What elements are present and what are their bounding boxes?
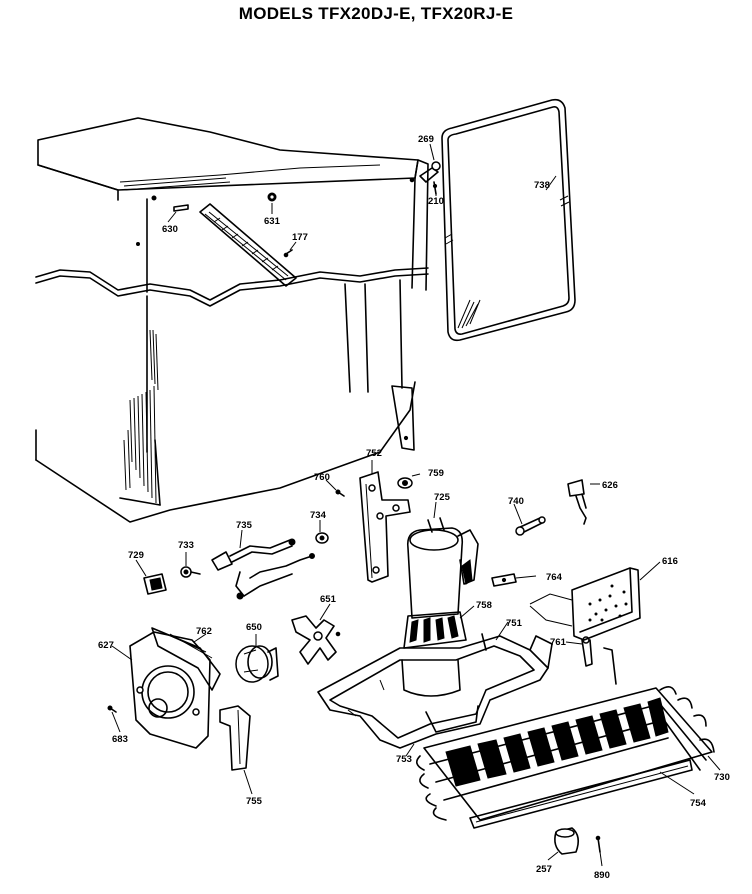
label-730: 730	[714, 772, 730, 783]
label-890: 890	[594, 870, 610, 881]
label-759: 759	[428, 468, 444, 479]
label-630: 630	[162, 224, 178, 235]
compressor-725	[403, 517, 479, 649]
label-729: 729	[128, 550, 144, 561]
label-725: 725	[434, 492, 451, 503]
label-210: 210	[428, 196, 444, 207]
label-758: 758	[476, 600, 492, 611]
part-labels: 269 210 738 631 630 177 752 760 759 725 …	[98, 134, 730, 881]
small-parts-right	[491, 479, 593, 667]
label-762: 762	[196, 626, 212, 637]
bracket-755	[219, 705, 251, 771]
label-683: 683	[112, 734, 128, 745]
label-735: 735	[236, 520, 253, 531]
label-754: 754	[690, 798, 707, 809]
condenser-730	[416, 647, 715, 829]
fan-motor-650	[235, 645, 279, 683]
base-pan	[317, 633, 553, 749]
label-740: 740	[508, 496, 524, 507]
label-753: 753	[396, 754, 412, 765]
label-651: 651	[320, 594, 337, 605]
label-626: 626	[602, 480, 618, 491]
label-733: 733	[178, 540, 194, 551]
fan-blade-651	[291, 615, 341, 665]
label-760: 760	[314, 472, 330, 483]
label-650: 650	[246, 622, 262, 633]
fan-shroud-627	[107, 627, 221, 749]
label-752: 752	[366, 448, 382, 459]
label-764: 764	[546, 572, 563, 583]
bracket-752	[335, 471, 413, 583]
label-738: 738	[534, 180, 550, 191]
label-177: 177	[292, 232, 308, 243]
label-269: 269	[418, 134, 434, 145]
electrical-parts	[143, 532, 329, 600]
label-616: 616	[662, 556, 678, 567]
door-gasket	[419, 98, 576, 342]
label-734: 734	[310, 510, 327, 521]
label-761: 761	[550, 637, 567, 648]
label-755: 755	[246, 796, 263, 807]
cabinet	[35, 117, 429, 523]
bottom-parts	[554, 827, 601, 855]
label-751: 751	[506, 618, 523, 629]
control-box-616	[529, 567, 641, 641]
leader-lines	[111, 143, 721, 867]
label-257: 257	[536, 864, 552, 875]
label-627: 627	[98, 640, 114, 651]
label-631: 631	[264, 216, 281, 227]
page-title: MODELS TFX20DJ-E, TFX20RJ-E	[238, 4, 514, 23]
